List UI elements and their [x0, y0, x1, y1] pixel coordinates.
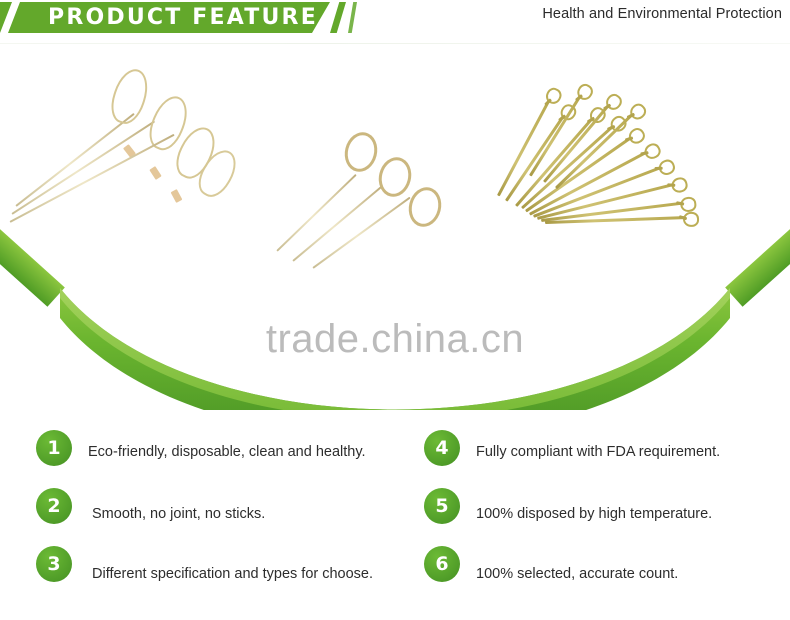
feature-number-badge: 3 [36, 546, 72, 582]
feature-number-badge: 6 [424, 546, 460, 582]
feature-text: Fully compliant with FDA requirement. [476, 444, 721, 460]
page-title: PRODUCT FEATURE [48, 5, 318, 30]
product-image-looped-skewers [9, 45, 250, 245]
banner-slash-decoration [0, 2, 20, 33]
feature-text: 100% disposed by high temperature. [476, 506, 713, 522]
feature-list: 1 Eco-friendly, disposable, clean and he… [0, 424, 790, 620]
header-banner-shape [0, 2, 330, 33]
feature-column-right: 4 Fully compliant with FDA requirement. … [424, 424, 784, 598]
header-divider [0, 43, 790, 44]
feature-item: 5 100% disposed by high temperature. [424, 482, 784, 540]
swoosh-curve-icon [60, 288, 730, 410]
header-subtitle: Health and Environmental Protection [542, 6, 782, 22]
feature-text: Smooth, no joint, no sticks. [92, 506, 266, 522]
product-image-knotted-picks [485, 55, 755, 245]
feature-number-badge: 4 [424, 430, 460, 466]
feature-text: 100% selected, accurate count. [476, 566, 679, 582]
feature-number-badge: 2 [36, 488, 72, 524]
feature-item: 4 Fully compliant with FDA requirement. [424, 424, 784, 482]
feature-item: 6 100% selected, accurate count. [424, 540, 784, 598]
green-swoosh-decoration [0, 215, 790, 410]
feature-column-left: 1 Eco-friendly, disposable, clean and he… [36, 424, 416, 598]
feature-item: 2 Smooth, no joint, no sticks. [36, 482, 416, 540]
feature-text: Different specification and types for ch… [92, 566, 374, 582]
feature-item: 1 Eco-friendly, disposable, clean and he… [36, 424, 416, 482]
header-slash-icon-2 [348, 2, 357, 33]
header-slash-icon-1 [330, 2, 346, 33]
feature-number-badge: 5 [424, 488, 460, 524]
feature-text: Eco-friendly, disposable, clean and heal… [88, 444, 366, 460]
feature-item: 3 Different specification and types for … [36, 540, 416, 598]
feature-number-badge: 1 [36, 430, 72, 466]
page-header: PRODUCT FEATURE Health and Environmental… [0, 0, 790, 44]
